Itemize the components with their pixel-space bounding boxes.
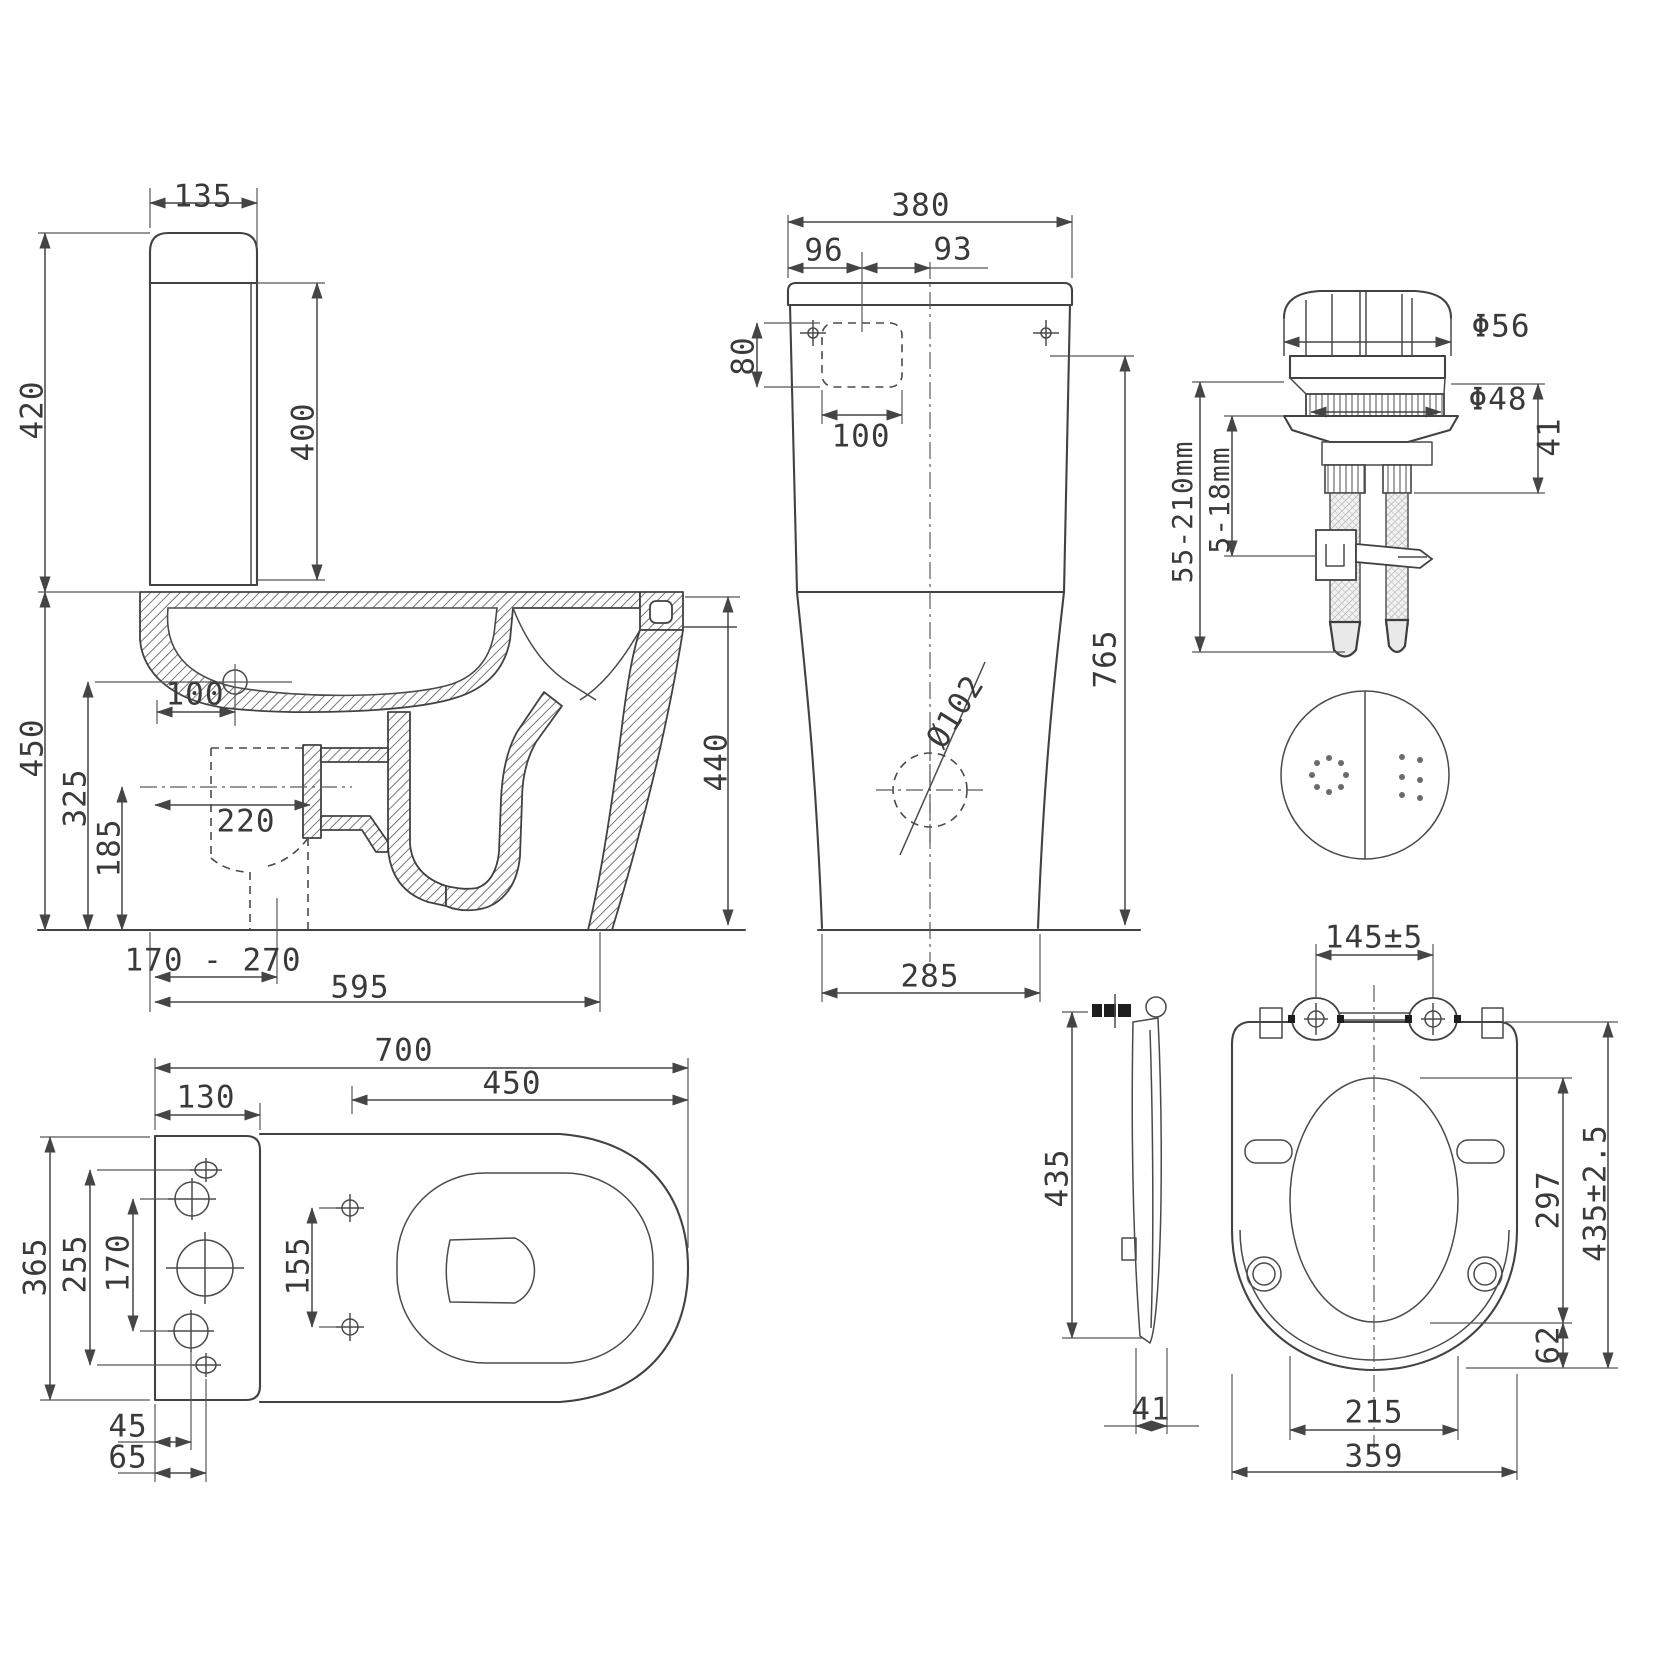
dim-label-plan_view-bowl_length: 450	[482, 1065, 542, 1102]
dim-label-side_section-overall_depth: 595	[330, 969, 390, 1006]
dim-label-flush_valve-collar_height: 41	[1531, 417, 1568, 457]
dim-label-flush_valve-shank_length_range: 55-210mm	[1166, 440, 1199, 584]
dim-label-seat_plan-overall_width: 359	[1344, 1438, 1404, 1475]
dim-label-side_section-rim_height: 450	[14, 718, 51, 778]
dim-label-flush_valve-cap_diameter: Φ56	[1471, 308, 1531, 345]
dim-label-seat_plan-hinge_centres: 145±5	[1324, 919, 1424, 956]
dim-label-side_section-tank_width: 135	[173, 178, 233, 215]
dim-label-front_view-inlet_right: 93	[933, 231, 973, 268]
dim-label-seat_plan-rear_margin: 62	[1530, 1325, 1567, 1365]
flush-valve-detail	[1192, 289, 1545, 658]
dim-label-seat_plan-overall_length: 435±2.5	[1577, 1124, 1614, 1262]
dim-label-front_view-inlet_width: 100	[831, 418, 891, 455]
dim-label-seat_side-thickness: 41	[1131, 1391, 1171, 1428]
front-view	[751, 215, 1142, 1002]
seat-side-view	[1062, 994, 1199, 1434]
dim-label-seat_plan-opening_length: 297	[1530, 1170, 1567, 1230]
dim-label-front_view-base_width: 285	[900, 958, 960, 995]
plan-view	[40, 1058, 690, 1482]
dim-label-seat_plan-opening_width: 215	[1344, 1394, 1404, 1431]
dim-label-side_section-tank_body_height: 400	[285, 402, 322, 462]
dim-label-seat_side-length: 435	[1039, 1148, 1076, 1208]
dim-label-flush_valve-thread_diameter: Φ48	[1468, 381, 1528, 418]
flush-button-top-view	[1280, 690, 1450, 860]
dim-label-plan_view-hole_offset_a: 45	[108, 1408, 148, 1445]
dim-label-side_section-outlet_height_a: 325	[57, 768, 94, 828]
dim-label-plan_view-overall_length: 700	[374, 1032, 434, 1069]
dim-label-front_view-inlet_height: 80	[725, 336, 762, 376]
side-section-view	[36, 188, 747, 1012]
dim-label-side_section-outlet_depth: 220	[216, 803, 276, 840]
dim-label-plan_view-hole_offset_b: 65	[108, 1439, 148, 1476]
dim-label-side_section-fixing_offset: 100	[165, 676, 225, 713]
dim-label-side_section-tank_height_overall: 420	[14, 380, 51, 440]
dim-label-plan_view-overall_width: 365	[17, 1237, 54, 1297]
seat-plan-view	[1230, 944, 1618, 1480]
dim-label-flush_valve-clamp_range: 5-18mm	[1203, 446, 1236, 554]
dim-label-plan_view-fixing_span_b: 170	[100, 1233, 137, 1293]
dim-label-front_view-tank_width: 380	[891, 187, 951, 224]
dim-label-side_section-outlet_height_b: 185	[91, 818, 128, 878]
dim-label-plan_view-fixing_span_a: 255	[57, 1234, 94, 1294]
dim-label-plan_view-seat_hole_span: 155	[280, 1236, 317, 1296]
dim-label-side_section-pan_height: 440	[698, 732, 735, 792]
dim-label-plan_view-tank_depth: 130	[176, 1079, 236, 1116]
dim-label-front_view-inlet_left: 96	[804, 232, 844, 269]
dim-label-front_view-overall_height: 765	[1087, 629, 1124, 689]
dim-label-side_section-outlet_range: 170 - 270	[124, 942, 302, 979]
